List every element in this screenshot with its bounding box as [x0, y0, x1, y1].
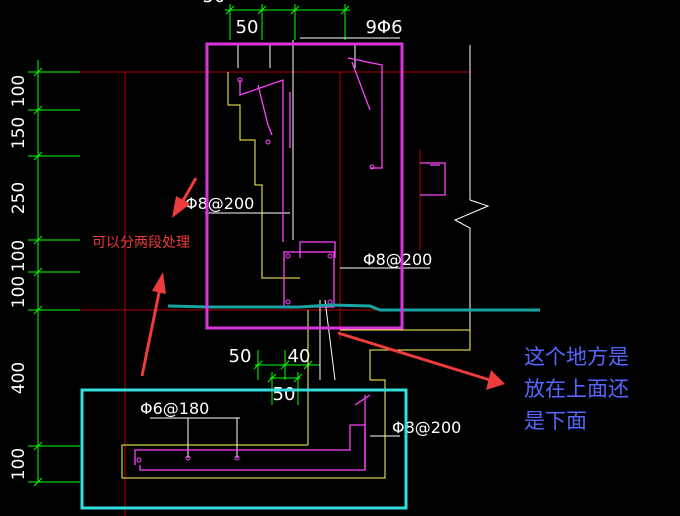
dim-40-mid: 40 [288, 346, 311, 367]
rebar-label-lower-left: Φ6@180 [140, 399, 209, 418]
annotation-right-note: 这个地方是 放在上面还 是下面 [524, 345, 629, 433]
magenta-rebar [134, 57, 446, 471]
magenta-highlight-box [205, 42, 404, 330]
yellow-outline [121, 72, 471, 479]
dim-50-mid: 50 [229, 346, 252, 367]
middle-dimension-chain [253, 350, 320, 405]
rebar-label-upper-right: Φ8@200 [363, 250, 432, 269]
rebar-dots [136, 77, 375, 463]
rebar-labels: Φ8@200 Φ8@200 Φ6@180 Φ8@200 [140, 194, 461, 437]
top-dimension-chain [225, 4, 350, 40]
dim-50-top: 50 [236, 17, 259, 38]
rebar-label-upper-left: Φ8@200 [185, 194, 254, 213]
left-dimension-texts: 100 150 250 100 100 400 100 [9, 75, 29, 480]
annotation-arrows [140, 177, 505, 390]
dim-50-cut: 50 [203, 0, 226, 7]
annotation-left-note: 可以分两段处理 [92, 235, 190, 251]
teal-slab-line [167, 303, 540, 312]
dim-9phi6: 9Φ6 [365, 17, 402, 38]
annotation-right-line2: 放在上面还 [524, 377, 629, 401]
cyan-highlight-box [80, 388, 408, 510]
annotation-right-line3: 是下面 [524, 409, 587, 433]
top-dimension-texts: 50 50 9Φ6 [203, 0, 403, 38]
white-structure-lines [150, 40, 490, 458]
dim-400: 400 [9, 362, 29, 394]
dim-100-b: 100 [9, 276, 29, 308]
left-dimension-chain [28, 60, 80, 487]
dim-50-low: 50 [273, 384, 296, 405]
dim-100-bottom: 100 [9, 448, 29, 480]
dim-250: 250 [9, 182, 29, 214]
rebar-label-lower-right: Φ8@200 [392, 418, 461, 437]
dim-150: 150 [9, 117, 29, 149]
annotation-right-line1: 这个地方是 [524, 345, 629, 369]
dim-100-a: 100 [9, 240, 29, 272]
dim-100-top: 100 [9, 75, 29, 107]
